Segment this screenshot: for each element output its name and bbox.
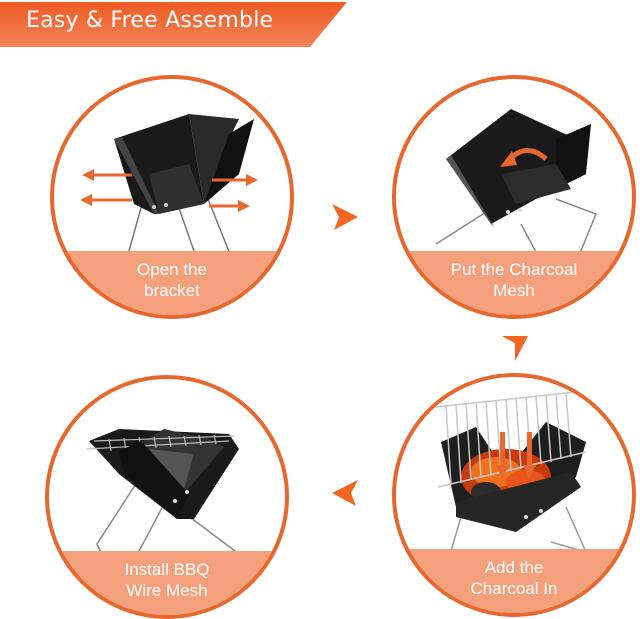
grill-add-charcoal-icon bbox=[435, 391, 588, 603]
arrow-right-icon bbox=[332, 204, 358, 230]
step-label: Install BBQ Wire Mesh bbox=[49, 559, 285, 601]
step-label-line1: Open the bbox=[137, 260, 207, 279]
grill-open-bracket-icon bbox=[80, 114, 258, 310]
step-open-bracket: Open the bracket bbox=[50, 75, 294, 319]
arrow-left-icon bbox=[332, 480, 358, 506]
step-label-band bbox=[396, 549, 632, 613]
step-label-line2: bracket bbox=[144, 281, 200, 300]
step-put-charcoal-mesh: Put the Charcoal Mesh bbox=[392, 75, 636, 319]
step-label: Open the bracket bbox=[54, 259, 290, 301]
step-label-line1: Put the Charcoal bbox=[450, 260, 578, 279]
step-label-line2: Mesh bbox=[493, 281, 535, 300]
step-label-band bbox=[54, 251, 290, 315]
step-label-line2: Charcoal In bbox=[470, 579, 558, 598]
banner-title: Easy & Free Assemble bbox=[26, 8, 274, 33]
title-banner: Easy & Free Assemble bbox=[0, 2, 347, 47]
step-label: Put the Charcoal Mesh bbox=[396, 259, 632, 301]
grill-wire-mesh-icon bbox=[86, 429, 240, 591]
step-label-line1: Add the bbox=[484, 558, 544, 577]
banner-ribbon-shape bbox=[0, 2, 347, 47]
step-label-band bbox=[49, 551, 285, 615]
arrow-down-icon bbox=[502, 336, 528, 361]
grill-charcoal-mesh-icon bbox=[435, 109, 597, 301]
step-label-band bbox=[396, 251, 632, 315]
step-add-charcoal: Add the Charcoal In bbox=[392, 373, 636, 617]
step-label-line2: Wire Mesh bbox=[126, 581, 208, 600]
step-install-wire-mesh: Install BBQ Wire Mesh bbox=[45, 375, 289, 619]
step-label-line1: Install BBQ bbox=[124, 560, 210, 579]
step-label: Add the Charcoal In bbox=[396, 557, 632, 599]
